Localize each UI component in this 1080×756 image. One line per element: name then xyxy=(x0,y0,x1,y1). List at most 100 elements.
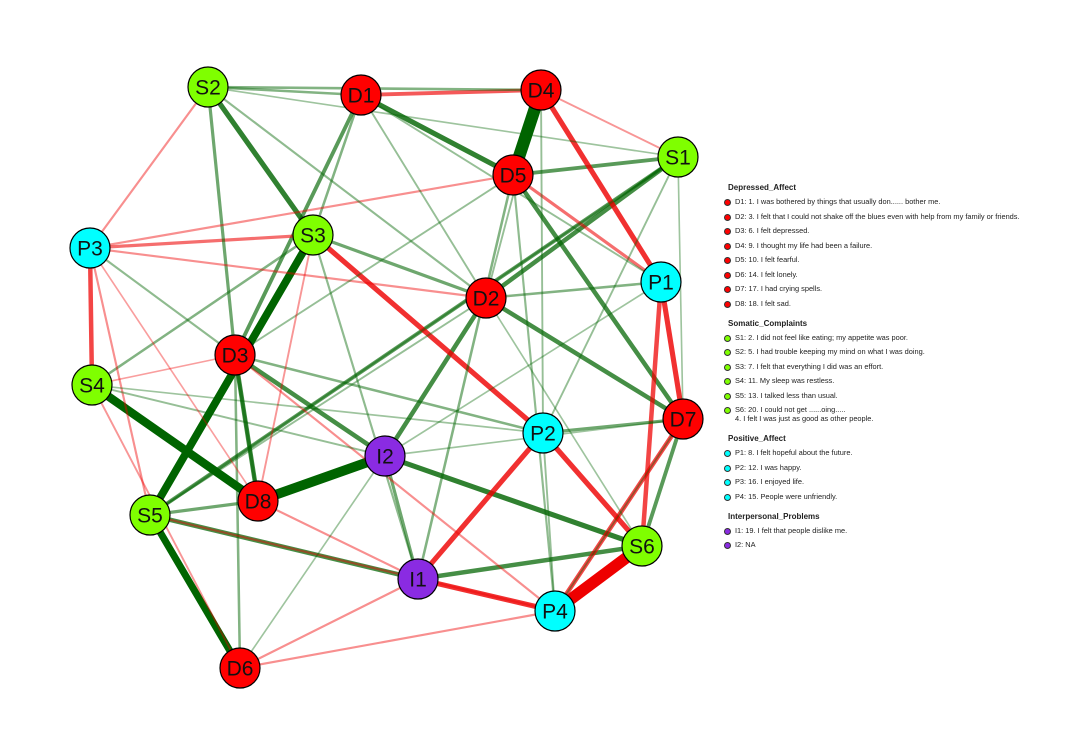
node-label: S2 xyxy=(195,77,221,100)
edge-d3-d6 xyxy=(233,353,242,670)
legend-item: D8: 18. I felt sad. xyxy=(724,299,1074,308)
edge-d2-s5 xyxy=(149,297,487,516)
legend-item-label: D8: 18. I felt sad. xyxy=(735,298,791,308)
legend-item: S5: 13. I talked less than usual. xyxy=(724,391,1074,400)
node-d1: D1 xyxy=(340,74,382,116)
node-label: P3 xyxy=(77,238,103,261)
node-p1: P1 xyxy=(640,261,682,303)
edge-d5-d3 xyxy=(234,174,514,356)
edge-d6-i2 xyxy=(239,455,386,669)
edge-p2-p4 xyxy=(542,432,556,612)
legend-dot-icon xyxy=(724,479,731,486)
edge-p3-s5 xyxy=(88,246,152,517)
edge-s6-d2 xyxy=(485,297,643,547)
legend-dot-icon xyxy=(724,363,731,371)
node-label: S1 xyxy=(665,147,691,170)
node-d4: D4 xyxy=(520,69,562,111)
node-label: D7 xyxy=(670,409,697,432)
legend-item: D3: 6. I felt depressed. xyxy=(724,226,1074,235)
node-circle xyxy=(69,227,111,269)
edge-d2-d7 xyxy=(483,295,686,422)
edge-d1-d5 xyxy=(358,92,516,178)
edge-p2-i1 xyxy=(415,430,546,582)
node-label: D2 xyxy=(473,288,500,311)
edge-p1-d5 xyxy=(511,173,663,284)
edge-s4-i2 xyxy=(91,384,386,457)
edge-i2-s6 xyxy=(382,453,645,549)
node-label: S4 xyxy=(79,375,105,398)
edge-s1-s5 xyxy=(149,156,679,516)
node-circle xyxy=(219,647,261,689)
legend-item: D4: 9. I thought my life had been a fail… xyxy=(724,241,1074,250)
edge-d8-i1 xyxy=(256,499,420,581)
edge-s4-d3 xyxy=(91,354,236,386)
edge-d2-i2 xyxy=(382,295,489,459)
node-p2: P2 xyxy=(522,412,564,454)
node-label: S6 xyxy=(629,536,655,559)
node-s2: S2 xyxy=(187,66,229,108)
node-d3: D3 xyxy=(214,334,256,376)
node-label: S3 xyxy=(300,225,326,248)
edge-s1-d5 xyxy=(511,155,680,177)
edge-s3-d8 xyxy=(257,234,314,502)
edge-s3-p2 xyxy=(310,232,546,436)
edge-d7-p4 xyxy=(552,416,686,614)
legend-dot-icon xyxy=(724,300,731,308)
edge-d5-i1 xyxy=(416,173,515,581)
edge-s2-p3 xyxy=(88,85,210,250)
legend-item-label: D3: 6. I felt depressed. xyxy=(735,226,810,235)
node-circle xyxy=(292,214,334,256)
legend-item-label: D2: 3. I felt that I could not shake off… xyxy=(735,211,1020,221)
legend-item-label: S4: 11. My sleep was restless. xyxy=(735,376,835,385)
legend-item: D5: 10. I felt fearful. xyxy=(724,255,1074,264)
edge-s4-d8 xyxy=(87,380,263,506)
legend-item: D6: 14. I felt lonely. xyxy=(724,270,1074,279)
node-d6: D6 xyxy=(219,647,261,689)
node-circle xyxy=(522,412,564,454)
node-p3: P3 xyxy=(69,227,111,269)
legend-dot-icon xyxy=(724,450,731,457)
edge-s5-i1 xyxy=(147,512,421,582)
legend-item: D7: 17. I had crying spells. xyxy=(724,284,1074,293)
legend-dot-icon xyxy=(724,271,731,279)
legend-dot-icon xyxy=(724,407,731,414)
node-label: P4 xyxy=(542,601,568,624)
edge-s2-s1 xyxy=(207,86,679,158)
edge-d4-s1 xyxy=(540,89,679,158)
edge-s2-d3 xyxy=(206,85,237,357)
node-label: D4 xyxy=(528,80,555,103)
legend-item-label: S1: 2. I did not feel like eating; my ap… xyxy=(735,332,908,342)
node-circle xyxy=(71,364,113,406)
edge-p3-d8 xyxy=(89,247,259,502)
legend-item-label: D4: 9. I thought my life had been a fail… xyxy=(735,240,873,250)
legend-group-title: Interpersonal_Problems xyxy=(728,511,820,521)
edge-d8-d3 xyxy=(233,353,260,503)
node-s6: S6 xyxy=(621,525,663,567)
edge-i1-s6 xyxy=(415,543,645,582)
edge-p3-d3 xyxy=(88,246,237,357)
edge-i1-p4 xyxy=(415,576,558,614)
legend-item-label: D1: 1. I was bothered by things that usu… xyxy=(735,197,941,206)
node-label: P1 xyxy=(648,272,674,295)
legend-group-title: Somatic_Complaints xyxy=(728,318,808,328)
node-d5: D5 xyxy=(492,154,534,196)
node-label: I1 xyxy=(409,569,427,592)
edge-d3-p2 xyxy=(233,353,545,435)
legend-item-label: D5: 10. I felt fearful. xyxy=(735,255,800,264)
node-s5: S5 xyxy=(129,494,171,536)
edge-p3-d2 xyxy=(88,246,488,300)
legend-item-label: S2: 5. I had trouble keeping my mind on … xyxy=(735,347,925,356)
node-circle xyxy=(492,154,534,196)
legend-item-label: D6: 14. I felt lonely. xyxy=(735,269,798,279)
legend-dot-icon xyxy=(724,228,731,235)
node-circle xyxy=(397,558,439,600)
node-label: D1 xyxy=(348,85,375,108)
legend-item-label: P4: 15. People were unfriendly. xyxy=(735,491,838,501)
node-circle xyxy=(640,261,682,303)
edge-s5-s1 xyxy=(148,155,680,517)
legend-item-label: D7: 17. I had crying spells. xyxy=(735,284,823,293)
